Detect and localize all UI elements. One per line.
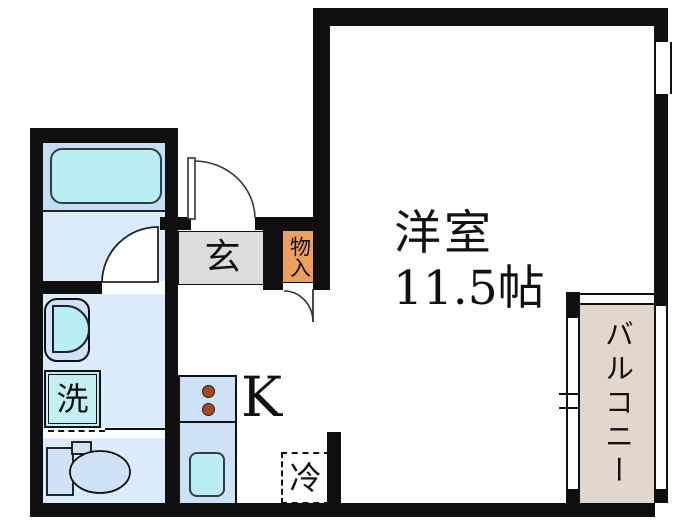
bathroom-door-swing <box>101 226 159 283</box>
wall-bottom <box>30 503 655 517</box>
balcony-label: バルコニー <box>600 319 635 489</box>
refrigerator-label: 冷 <box>289 459 322 497</box>
wall-right-upper <box>654 8 668 42</box>
washing-machine-label: 洗 <box>56 380 89 418</box>
entry-door-swing <box>194 160 256 219</box>
wall-service-right <box>165 143 178 503</box>
main-room-size: 11.5帖 <box>393 261 545 316</box>
wall-left-outer <box>30 128 43 517</box>
stove-burner <box>202 385 215 398</box>
wall-bath-top <box>30 128 178 143</box>
window <box>654 42 672 94</box>
entrance-area: 玄 <box>178 231 267 285</box>
wall-balcony-left-top <box>566 292 580 318</box>
refrigerator-space: 冷 <box>281 452 330 504</box>
stove-section-divider <box>180 421 235 423</box>
balcony-floor <box>580 305 654 503</box>
sliding-door-tick <box>559 393 580 395</box>
wall-room-left <box>313 8 330 290</box>
kitchen-label: K <box>241 365 283 429</box>
balcony-right-railing <box>654 306 668 489</box>
washing-machine-box: 洗 <box>44 370 101 428</box>
kitchen-sink <box>189 452 225 497</box>
sliding-door <box>566 318 580 489</box>
partition-line <box>105 428 165 430</box>
wall-balcony-left-bottom <box>566 489 580 503</box>
wall-kitchen-stub <box>327 432 341 503</box>
storage-label: 物入 <box>287 235 312 278</box>
wall-top <box>313 8 668 26</box>
bathtub <box>50 148 162 204</box>
toilet-tank <box>46 447 74 496</box>
storage-closet: 物入 <box>282 230 316 283</box>
accordion-door <box>48 430 105 432</box>
toilet-bowl <box>69 450 131 494</box>
balcony-top-railing <box>580 293 654 305</box>
sliding-door-tick <box>559 407 580 409</box>
wash-basin-bowl <box>52 305 90 353</box>
entrance-label: 玄 <box>204 237 241 278</box>
stove-burner <box>202 403 215 416</box>
wall-balcony-right-bottom <box>654 489 668 503</box>
wall-bath-divider <box>43 281 102 294</box>
entry-door-leaf <box>187 157 196 220</box>
main-room-name: 洋室 <box>394 206 494 261</box>
kitchen-counter <box>178 375 237 507</box>
wall-right-lower <box>654 94 668 306</box>
wall-closet-stub <box>263 217 283 290</box>
toilet-flush-box <box>71 441 92 455</box>
room-door-swing <box>283 290 314 323</box>
